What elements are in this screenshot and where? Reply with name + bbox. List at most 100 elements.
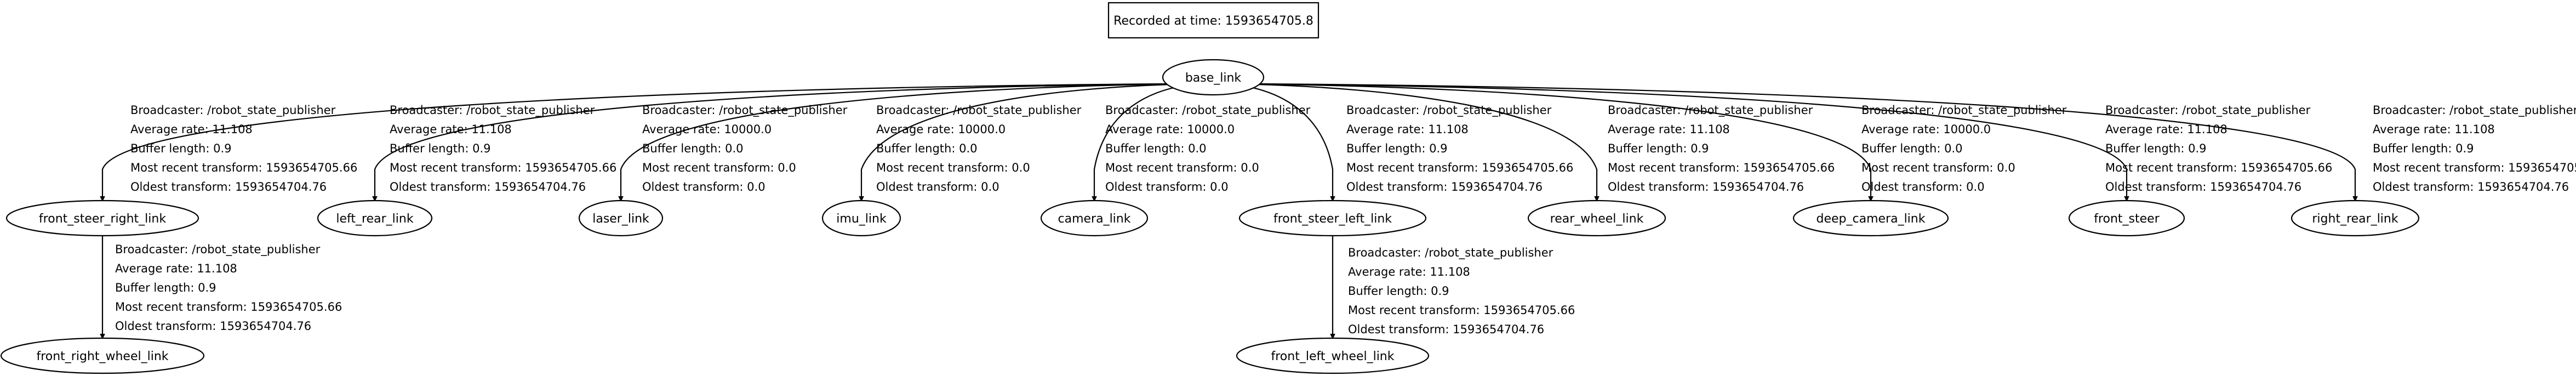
edge-label-line: Average rate: 11.108 — [1346, 123, 1469, 136]
nodes-layer: base_link front_steer_right_link left_rear… — [0, 59, 2420, 374]
edge-label-line: Most recent transform: 0.0 — [642, 161, 796, 174]
node-ellipse — [317, 200, 433, 237]
edge-arrow — [1249, 83, 2127, 201]
edge-label-line: Most recent transform: 1593654705.66 — [115, 300, 342, 314]
node-ellipse — [1236, 337, 1430, 374]
edge-arrow — [621, 83, 1184, 201]
node-deep-camera-link: deep_camera_link — [1792, 200, 1949, 237]
node-label: front_left_wheel_link — [1271, 350, 1395, 363]
edge-base-link-to-front-steer: Broadcaster: /robot_state_publisherAvera… — [1249, 83, 2332, 201]
edge-label-line: Average rate: 11.108 — [2105, 123, 2227, 136]
edge-label-line: Most recent transform: 1593654705.66 — [390, 161, 616, 174]
node-label: front_right_wheel_link — [36, 350, 168, 363]
node-ellipse — [2068, 200, 2185, 237]
edge-label-line: Most recent transform: 1593654705.66 — [130, 161, 357, 174]
node-right-rear-link: right_rear_link — [2291, 200, 2420, 237]
edge-label-line: Most recent transform: 1593654705.66 — [2105, 161, 2332, 174]
node-ellipse — [5, 200, 199, 237]
node-ellipse — [821, 200, 901, 237]
edge-label-line: Buffer length: 0.9 — [115, 281, 216, 294]
node-label: laser_link — [592, 212, 649, 226]
node-label: right_rear_link — [2312, 212, 2398, 226]
edge-base-link-to-left-rear-link: Broadcaster: /robot_state_publisherAvera… — [375, 83, 1178, 201]
edge-label-line: Oldest transform: 0.0 — [1105, 180, 1229, 193]
node-ellipse — [1040, 200, 1149, 237]
edge-label-line: Average rate: 10000.0 — [1861, 123, 1991, 136]
edge-label-line: Average rate: 11.108 — [2373, 123, 2495, 136]
edge-label-line: Average rate: 11.108 — [115, 262, 237, 275]
edge-label-line: Buffer length: 0.0 — [1861, 142, 1963, 155]
edge-label-line: Most recent transform: 0.0 — [1861, 161, 2015, 174]
edge-front-steer-left-link-to-front-left-wheel-link: Broadcaster: /robot_state_publisherAvera… — [1333, 236, 1575, 338]
edge-label-line: Buffer length: 0.9 — [2105, 142, 2207, 155]
edge-arrow — [102, 83, 1171, 201]
node-front-steer: front_steer — [2068, 200, 2185, 237]
node-base-link: base_link — [1162, 59, 1265, 96]
node-ellipse — [2291, 200, 2420, 237]
edge-label-line: Broadcaster: /robot_state_publisher — [1348, 246, 1553, 260]
edge-label-line: Most recent transform: 1593654705.66 — [2373, 161, 2576, 174]
node-label: camera_link — [1058, 212, 1131, 226]
recorded-time-box — [1107, 2, 1320, 39]
edge-label-line: Broadcaster: /robot_state_publisher — [130, 104, 336, 117]
header-layer: Recorded at time: 1593654705.8 — [1107, 2, 1320, 39]
node-ellipse — [1162, 59, 1265, 96]
edge-label-line: Oldest transform: 0.0 — [1861, 180, 1985, 193]
node-ellipse — [0, 337, 205, 374]
node-label: rear_wheel_link — [1550, 212, 1644, 226]
edge-label-line: Broadcaster: /robot_state_publisher — [1861, 104, 2067, 117]
node-label: deep_camera_link — [1817, 212, 1926, 226]
edge-label-line: Buffer length: 0.9 — [1348, 284, 1449, 298]
edge-label-line: Oldest transform: 0.0 — [642, 180, 766, 193]
edge-label-line: Most recent transform: 1593654705.66 — [1348, 304, 1575, 317]
node-label: imu_link — [836, 212, 887, 226]
recorded-time-label: Recorded at time: 1593654705.8 — [1113, 14, 1313, 28]
edge-label-line: Average rate: 10000.0 — [876, 123, 1006, 136]
edge-label-line: Broadcaster: /robot_state_publisher — [390, 104, 595, 117]
edge-arrow — [861, 83, 1192, 201]
node-front-steer-right-link: front_steer_right_link — [5, 200, 199, 237]
edge-arrow — [375, 83, 1178, 201]
edge-label-line: Oldest transform: 1593654704.76 — [1346, 180, 1543, 193]
edge-label-line: Buffer length: 0.9 — [1608, 142, 1709, 155]
edge-label-line: Broadcaster: /robot_state_publisher — [2373, 104, 2576, 117]
node-camera-link: camera_link — [1040, 200, 1149, 237]
edge-label-line: Most recent transform: 0.0 — [1105, 161, 1259, 174]
edge-base-link-to-camera-link: Broadcaster: /robot_state_publisherAvera… — [1094, 83, 1311, 201]
edge-label-line: Buffer length: 0.9 — [130, 142, 232, 155]
edge-label-line: Oldest transform: 1593654704.76 — [1348, 323, 1544, 336]
edge-label-line: Oldest transform: 1593654704.76 — [115, 320, 311, 333]
edge-base-link-to-front-steer-left-link: Broadcaster: /robot_state_publisherAvera… — [1226, 83, 1573, 201]
edge-label-line: Oldest transform: 1593654704.76 — [2373, 180, 2569, 193]
edge-label-line: Oldest transform: 1593654704.76 — [2105, 180, 2301, 193]
edge-label-line: Most recent transform: 1593654705.66 — [1608, 161, 1835, 174]
edge-label-line: Average rate: 11.108 — [130, 123, 253, 136]
node-ellipse — [1792, 200, 1949, 237]
edge-label-line: Oldest transform: 1593654704.76 — [130, 180, 327, 193]
edge-label-line: Broadcaster: /robot_state_publisher — [1608, 104, 1813, 117]
edge-base-link-to-imu-link: Broadcaster: /robot_state_publisherAvera… — [861, 83, 1192, 201]
edge-label-line: Oldest transform: 1593654704.76 — [1608, 180, 1804, 193]
edge-label-line: Broadcaster: /robot_state_publisher — [1105, 104, 1311, 117]
node-left-rear-link: left_rear_link — [317, 200, 433, 237]
edge-base-link-to-deep-camera-link: Broadcaster: /robot_state_publisherAvera… — [1242, 83, 2067, 201]
node-label: base_link — [1185, 71, 1242, 85]
edge-arrow — [1255, 83, 2355, 201]
node-front-right-wheel-link: front_right_wheel_link — [0, 337, 205, 374]
edge-label-line: Average rate: 10000.0 — [642, 123, 772, 136]
edge-arrow — [1235, 83, 1597, 201]
edge-label-line: Average rate: 11.108 — [1608, 123, 1730, 136]
node-label: front_steer — [2094, 212, 2160, 226]
node-front-steer-left-link: front_steer_left_link — [1238, 200, 1427, 237]
edge-label-line: Buffer length: 0.0 — [642, 142, 744, 155]
edge-label-line: Oldest transform: 0.0 — [876, 180, 999, 193]
edge-label-line: Average rate: 11.108 — [390, 123, 512, 136]
node-ellipse — [578, 200, 664, 237]
node-label: front_steer_left_link — [1273, 212, 1392, 226]
edge-base-link-to-right-rear-link: Broadcaster: /robot_state_publisherAvera… — [1255, 83, 2576, 201]
node-label: left_rear_link — [336, 212, 413, 226]
edge-label-line: Broadcaster: /robot_state_publisher — [1346, 104, 1552, 117]
node-laser-link: laser_link — [578, 200, 664, 237]
edge-label-line: Most recent transform: 0.0 — [876, 161, 1030, 174]
